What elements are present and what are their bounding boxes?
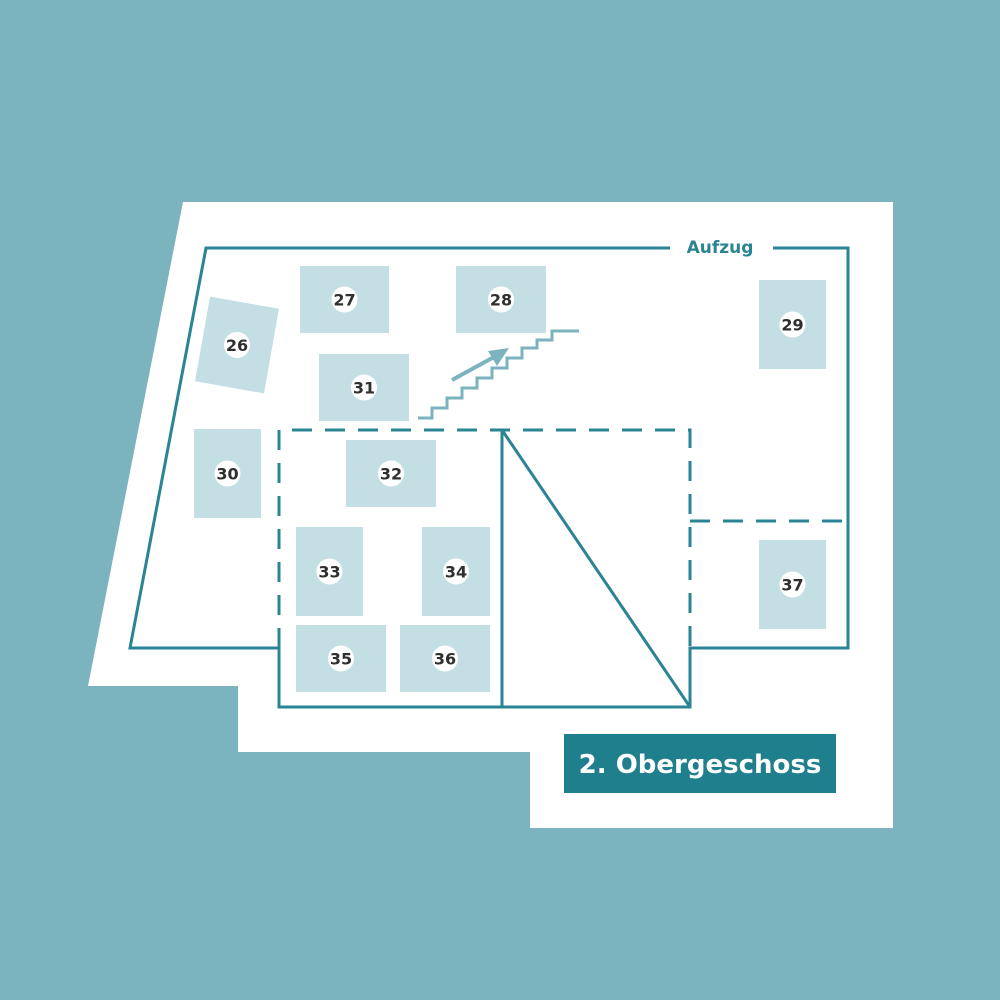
booth-number-badge [214, 460, 241, 487]
floor-label-background [564, 734, 836, 793]
booth-number: 31 [353, 379, 375, 398]
booth-number: 29 [781, 316, 803, 335]
booth-number-badge [432, 645, 458, 672]
booth-layer: 26 27 28 29 30 31 32 33 34 35 36 37 [194, 266, 826, 692]
floor-label: 2. Obergeschoss [564, 734, 836, 793]
atrium-void [500, 429, 692, 708]
booth-number-badge [443, 558, 469, 585]
booth-32[interactable]: 32 [346, 440, 436, 507]
booth-30[interactable]: 30 [194, 429, 261, 518]
booth-number: 30 [216, 465, 238, 484]
booth-number-badge [331, 286, 358, 313]
booth-number-badge [779, 311, 806, 338]
map-paper [88, 202, 893, 828]
booth-27[interactable]: 27 [300, 266, 389, 333]
booth-number: 28 [490, 291, 512, 310]
booth-29[interactable]: 29 [759, 280, 826, 369]
stairs-up-arrow-icon [451, 348, 509, 382]
booth-35[interactable]: 35 [296, 625, 386, 692]
booth-number: 27 [333, 291, 355, 310]
booth-34[interactable]: 34 [422, 527, 490, 616]
booth-number: 36 [434, 650, 456, 669]
booth-31[interactable]: 31 [319, 354, 409, 421]
booth-number-badge [224, 332, 250, 358]
booth-number-badge [328, 645, 354, 672]
booth-number: 35 [330, 650, 352, 669]
booth-number-badge [779, 571, 806, 598]
booth-28[interactable]: 28 [456, 266, 546, 333]
elevator-label: Aufzug [687, 238, 754, 258]
booth-number: 37 [781, 576, 803, 595]
floor-label-text: 2. Obergeschoss [579, 750, 822, 780]
booth-number: 26 [226, 336, 248, 355]
booth-number: 34 [445, 563, 467, 582]
booth-26[interactable]: 26 [195, 296, 279, 394]
booth-number-badge [351, 374, 377, 401]
staircase [418, 329, 579, 420]
dashed-area-boundary [277, 428, 692, 648]
booth-number-badge [316, 558, 343, 585]
booth-37[interactable]: 37 [759, 540, 826, 629]
outer-wall [128, 246, 850, 709]
booth-number: 33 [318, 563, 340, 582]
booth-number-badge [488, 286, 514, 313]
booth-number-badge [378, 460, 404, 487]
booth-number: 32 [380, 465, 402, 484]
booth-33[interactable]: 33 [296, 527, 363, 616]
booth-36[interactable]: 36 [400, 625, 490, 692]
